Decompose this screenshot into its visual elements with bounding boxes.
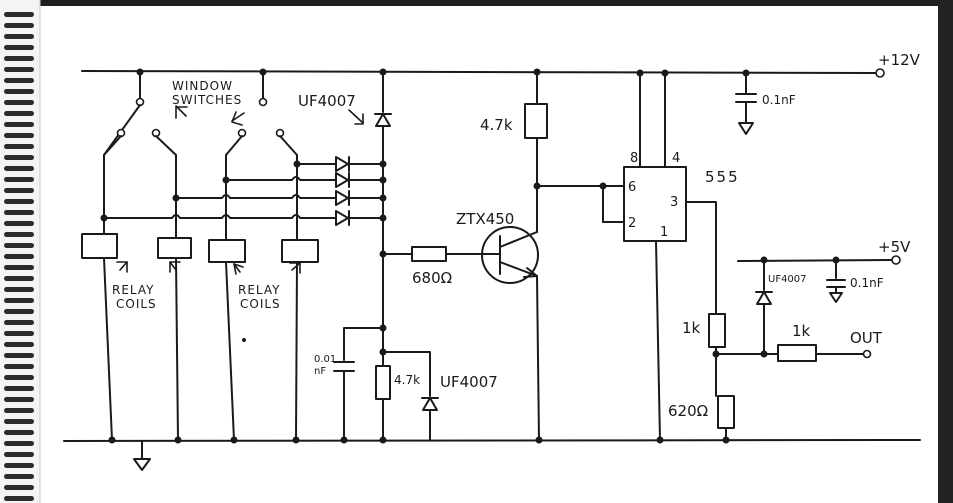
spiral-ring [4,221,34,226]
spiral-ring [4,452,34,457]
spiral-ring [4,375,34,380]
spiral-ring [4,298,34,303]
relay-coil-1 [81,233,118,259]
spiral-ring [4,89,34,94]
spiral-ring [4,265,34,270]
spiral-ring [4,210,34,215]
spiral-ring [4,331,34,336]
spiral-ring [4,243,34,248]
label-supply-12v: +12V [878,51,921,69]
spiral-ring [4,232,34,237]
spiral-ring [4,419,34,424]
spiral-ring [4,463,34,468]
label-r-div-bottom: 620Ω [668,402,708,420]
label-r-collector: 4.7k [480,116,513,134]
spiral-ring [4,199,34,204]
spiral-ring [4,276,34,281]
label-cap-low-1: 0.01 [314,354,336,365]
label-pin-2: 2 [628,216,636,231]
spiral-ring [4,364,34,369]
label-cap-5v: 0.1nF [850,276,884,290]
label-ic: 555 [705,168,740,186]
spiral-ring [4,353,34,358]
label-pin-1: 1 [660,225,668,240]
spiral-ring [4,430,34,435]
spiral-ring [4,56,34,61]
spiral-ring [4,144,34,149]
spiral-ring [4,166,34,171]
spiral-ring [4,287,34,292]
spiral-ring [4,78,34,83]
spiral-ring [4,485,34,490]
junction-dots [100,68,840,444]
diode-bank [325,156,384,226]
spiral-ring [4,441,34,446]
spiral-ring [4,111,34,116]
ground-symbol [133,440,151,471]
label-r-emitter: 4.7k [394,373,420,387]
label-r-base: 680Ω [412,269,452,287]
relay-coil-2 [157,237,192,259]
spiral-ring [4,45,34,50]
window-switch-group [81,70,327,441]
label-coils-1: COILS [116,297,157,311]
spiral-ring [4,386,34,391]
spiral-ring [4,254,34,259]
schematic-labels: WINDOW SWITCHES RELAY COILS RELAY COILS … [112,51,921,420]
label-pin-8: 8 [630,151,638,166]
spiral-ring [4,122,34,127]
label-relay-2: RELAY [238,283,281,297]
spiral-ring [4,12,34,17]
spiral-ring [4,155,34,160]
spiral-ring [4,342,34,347]
cap-0-1nf-top [735,72,757,135]
label-r-out: 1k [792,322,811,340]
spiral-ring [4,474,34,479]
spiral-ring [4,23,34,28]
spiral-ring [4,100,34,105]
label-cap-top: 0.1nF [762,93,796,107]
label-window: WINDOW [172,79,233,93]
spiral-ring [4,177,34,182]
relay-coil-4 [281,239,319,263]
spiral-ring [4,408,34,413]
label-cap-low-2: nF [314,366,326,377]
spiral-ring [4,309,34,314]
label-coils-2: COILS [240,297,281,311]
label-pin-4: 4 [672,151,680,166]
label-pin-3: 3 [670,195,678,210]
label-relay-1: RELAY [112,283,155,297]
spiral-ring [4,67,34,72]
label-r-div-top: 1k [682,319,701,337]
transistor-ztx450 [481,226,539,284]
spiral-ring [4,188,34,193]
label-switches: SWITCHES [172,93,242,107]
spiral-ring [4,34,34,39]
label-transistor: ZTX450 [456,210,514,228]
spiral-ring [4,133,34,138]
spiral-ring [4,496,34,501]
label-diode-top: UF4007 [298,92,356,110]
label-supply-5v: +5V [878,238,911,256]
label-out: OUT [850,329,883,347]
label-pin-6: 6 [628,180,636,195]
label-diode-output: UF4007 [768,274,807,285]
relay-coil-3 [208,239,246,263]
spiral-ring [4,397,34,402]
spiral-rings [4,12,34,501]
label-diode-bottom: UF4007 [440,373,498,391]
spiral-ring [4,320,34,325]
ic-555 [602,72,717,441]
